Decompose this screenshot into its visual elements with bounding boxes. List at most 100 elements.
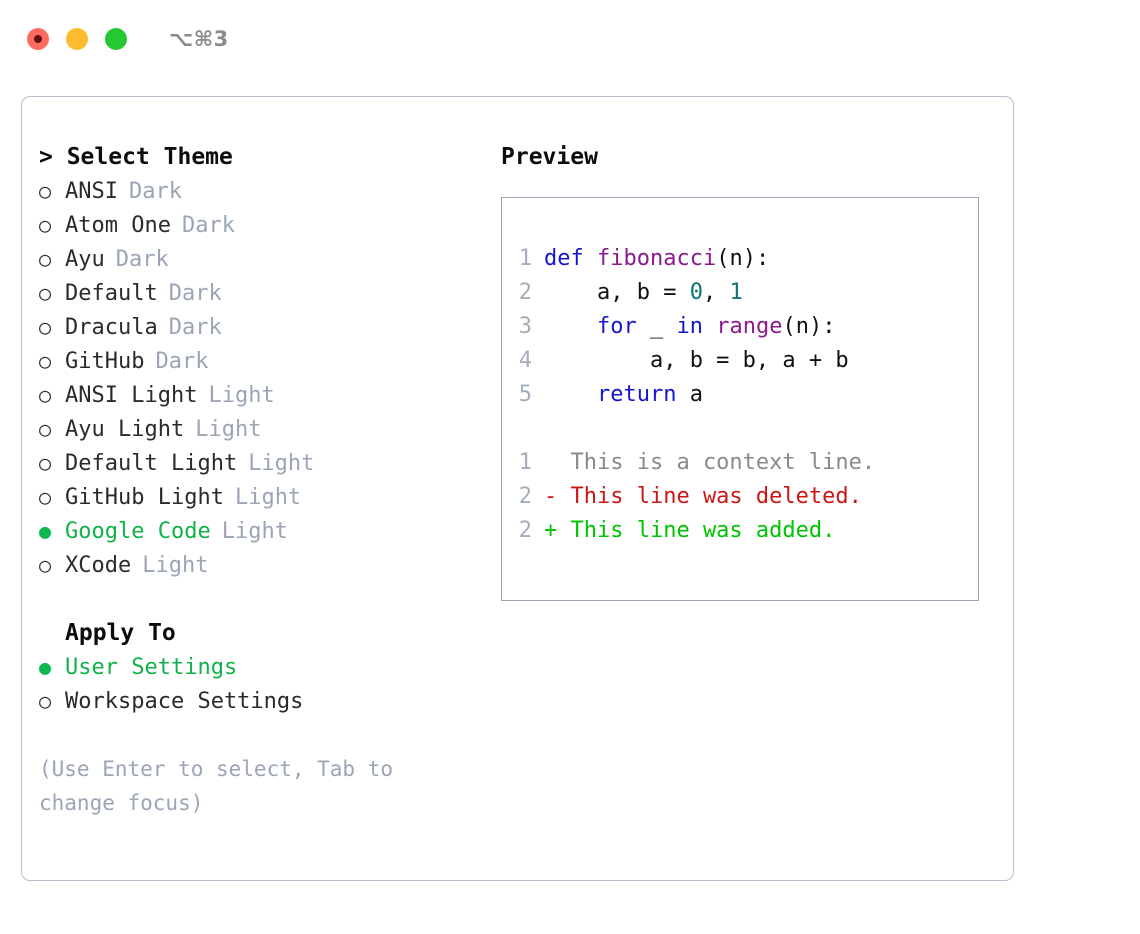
line-content: - This line was deleted. [544,480,862,514]
theme-option-label: ANSI Light [65,383,198,408]
radio-unselected-icon[interactable]: ○ [39,315,52,339]
line-content: This is a context line. [544,446,875,480]
theme-option-google-code[interactable]: ● Google Code Light [39,514,479,548]
theme-option-variant-badge: Dark [155,349,209,374]
theme-option-dracula[interactable]: ○ Dracula Dark [39,310,479,344]
theme-option-variant-badge: Dark [168,315,222,340]
line-number: 5 [518,382,532,407]
line-content: a, b = 0, 1 [544,276,743,310]
code-token: _ [649,314,677,339]
radio-unselected-icon[interactable]: ○ [39,247,52,271]
radio-unselected-icon[interactable]: ○ [39,179,52,203]
theme-option-label: Default Light [65,451,238,476]
line-content: a, b = b, a + b [544,344,849,378]
theme-option-label: XCode [65,553,132,578]
radio-unselected-icon[interactable]: ○ [39,383,52,407]
radio-selected-icon[interactable]: ● [39,519,52,543]
zoom-button[interactable] [105,28,127,50]
line-number: 1 [518,246,532,271]
line-content: for _ in range(n): [544,310,835,344]
window-controls [27,28,127,50]
theme-option-label: Atom One [65,213,171,238]
theme-option-label: GitHub Light [65,485,224,510]
code-token: a [689,382,703,407]
theme-option-label: Dracula [65,315,158,340]
theme-option-variant-badge: Light [248,451,315,476]
theme-option-xcode[interactable]: ○ XCode Light [39,548,479,582]
theme-option-variant-badge: Dark [115,247,169,272]
diff-line: 2- This line was deleted. [502,480,978,514]
code-token: 0 [689,280,703,305]
apply-to-option-label: User Settings [65,655,238,680]
code-token: a, b = b, a + b [544,348,849,373]
theme-option-label: GitHub [65,349,145,374]
theme-option-github[interactable]: ○ GitHub Dark [39,344,479,378]
line-content: def fibonacci(n): [544,242,769,276]
radio-unselected-icon[interactable]: ○ [39,417,52,441]
preview-header: Preview [501,144,598,170]
code-token: def [544,246,597,271]
code-token: in [676,314,717,339]
radio-unselected-icon[interactable]: ○ [39,451,52,475]
theme-option-ansi-light[interactable]: ○ ANSI Light Light [39,378,479,412]
line-number: 2 [518,518,532,543]
radio-unselected-icon[interactable]: ○ [39,349,52,373]
radio-unselected-icon[interactable]: ○ [39,213,52,237]
apply-to-option-user-settings[interactable]: ● User Settings [39,650,479,684]
keyboard-shortcut-label: ⌥⌘3 [169,27,229,51]
theme-option-variant-badge: Light [142,553,209,578]
line-number: 4 [518,348,532,373]
theme-option-ayu-light[interactable]: ○ Ayu Light Light [39,412,479,446]
code-line: 5 return a [502,378,978,412]
apply-to-list[interactable]: ● User Settings ○Workspace Settings [39,650,479,718]
code-token: 1 [729,280,743,305]
diff-line: 1 This is a context line. [502,446,978,480]
theme-option-default-light[interactable]: ○ Default Light Light [39,446,479,480]
theme-option-variant-badge: Light [195,417,262,442]
radio-unselected-icon[interactable]: ○ [39,281,52,305]
code-line: 3 for _ in range(n): [502,310,978,344]
theme-option-variant-badge: Light [208,383,275,408]
list-spacer [39,582,479,616]
apply-to-option-workspace-settings[interactable]: ○Workspace Settings [39,684,479,718]
theme-option-ansi[interactable]: ○ ANSI Dark [39,174,479,208]
diff-line: 2 + This line was added. [502,514,978,548]
radio-unselected-icon[interactable]: ○ [39,553,52,577]
code-token: range [716,314,783,339]
code-token: This is a context line. [544,450,876,475]
line-number: 2 [518,280,532,305]
code-token: (n): [782,314,836,339]
radio-unselected-icon[interactable]: ○ [39,485,52,509]
theme-option-variant-badge: Light [221,519,288,544]
code-line: 4 a, b = b, a + b [502,344,978,378]
theme-option-label: Ayu Light [65,417,185,442]
radio-selected-icon[interactable]: ● [39,655,52,679]
theme-option-variant-badge: Dark [128,179,182,204]
close-button[interactable] [27,28,49,50]
diff-sample: 1 This is a context line.2- This line wa… [502,446,978,548]
code-token: for [544,314,650,339]
theme-option-label: ANSI [65,179,118,204]
title-bar: ⌥⌘3 [0,0,1140,78]
theme-option-label: Google Code [65,519,211,544]
code-token: fibonacci [596,246,717,271]
radio-unselected-icon[interactable]: ○ [39,689,52,713]
line-number: 3 [518,314,532,339]
select-theme-header: > Select Theme [39,144,233,170]
code-token: - This line was deleted. [544,484,862,509]
theme-option-label: Default [65,281,158,306]
line-content: + This line was added. [544,514,835,548]
code-token: , [702,280,730,305]
code-token: return [544,382,690,407]
minimize-button[interactable] [66,28,88,50]
